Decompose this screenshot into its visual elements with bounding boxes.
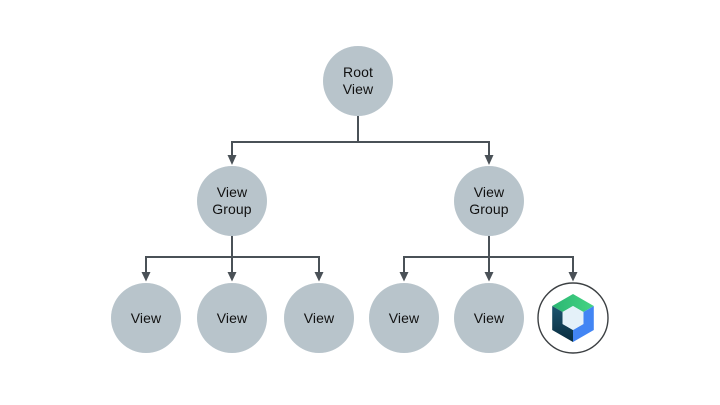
arrowhead-left-group [227, 155, 237, 165]
connector-top-bar [231, 141, 490, 156]
node-label-line: View [216, 184, 248, 200]
node-label-line: View [473, 184, 505, 200]
node-view-leaf-3: View [284, 283, 354, 353]
node-view-leaf-1: View [111, 283, 181, 353]
node-view-group-left: View Group [197, 166, 267, 236]
arrowhead-leaf-5 [484, 272, 494, 282]
node-label-line: View [303, 309, 335, 326]
node-view-leaf-4: View [369, 283, 439, 353]
node-label-line: Group [469, 201, 509, 217]
node-label-line: Group [212, 201, 252, 217]
arrowhead-leaf-4 [399, 272, 409, 282]
compose-cube-top-face [552, 294, 594, 312]
node-label-line: View [342, 81, 374, 97]
node-label-line: Root [343, 64, 373, 80]
arrowhead-leaf-2 [227, 272, 237, 282]
node-view-leaf-2: View [197, 283, 267, 353]
connector-right-subtree [403, 236, 574, 273]
node-view-group-right: View Group [454, 166, 524, 236]
jetpack-compose-logo-icon [537, 282, 609, 354]
compose-cube-left-face [552, 306, 573, 342]
arrowhead-right-group [484, 155, 494, 165]
node-label-line: View [388, 309, 420, 326]
arrowhead-leaf-compose [568, 272, 578, 282]
node-label-line: View [216, 309, 248, 326]
arrowhead-leaf-3 [314, 272, 324, 282]
compose-cube-right-face [573, 306, 594, 342]
arrowhead-leaf-1 [141, 272, 151, 282]
connector-left-subtree [145, 236, 320, 273]
node-root-view: Root View [323, 46, 393, 116]
node-label-line: View [473, 309, 505, 326]
compose-cube-inner-hexagon [562, 306, 584, 330]
node-compose-leaf [537, 282, 609, 354]
node-label-line: View [130, 309, 162, 326]
node-view-leaf-5: View [454, 283, 524, 353]
